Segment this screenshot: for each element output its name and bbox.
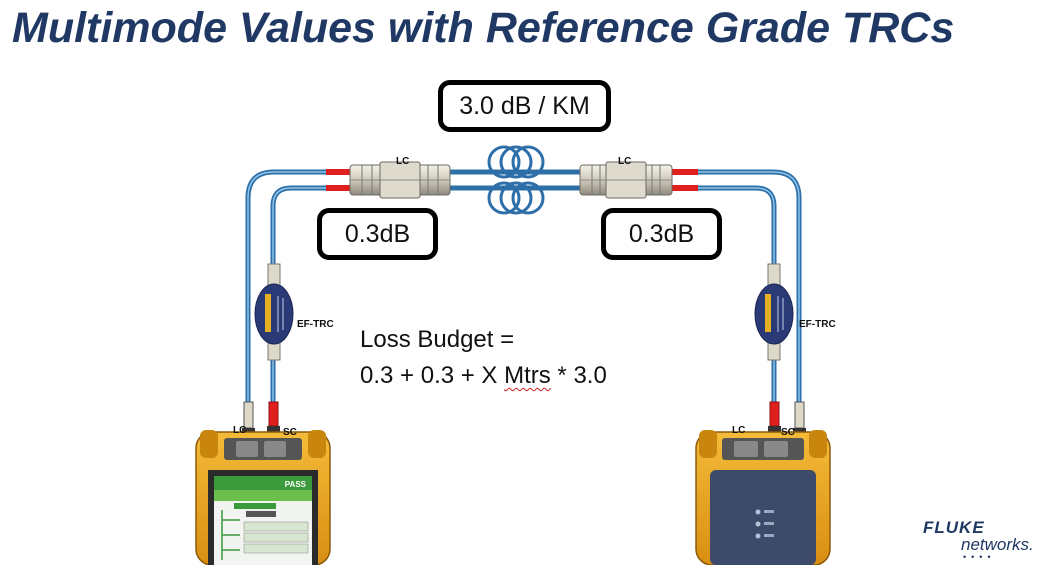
right-connection-loss-callout: 0.3dB [601,208,722,260]
attenuation-callout: 3.0 dB / KM [438,80,611,132]
loss-budget-formula: Loss Budget = 0.3 + 0.3 + X Mtrs * 3.0 [360,322,607,394]
left-connection-loss-value: 0.3dB [344,219,411,248]
right-connection-loss-value: 0.3dB [628,219,695,248]
screen-pass-text: PASS [285,480,307,489]
lc-label-top-right: LC [618,156,632,167]
attenuation-value: 3.0 dB / KM [459,91,590,120]
fiber-spool [487,145,545,215]
left-connection-loss-callout: 0.3dB [317,208,438,260]
logo-dots-icon: •••• [963,552,996,562]
trc-pod-right [754,263,794,361]
main-tester-left: PASS [195,430,331,565]
trc-label-right: EF-TRC [799,319,836,330]
lc-label-bottom-left: LC [233,425,247,436]
logo-sub: networks. [961,535,1034,554]
logo-brand: FLUKE [923,518,985,537]
red-connector-boots [326,169,698,191]
lc-adapter-left [349,161,451,199]
loss-budget-heading: Loss Budget = [360,326,515,353]
lc-label-bottom-right: LC [732,425,746,436]
remote-tester-right [695,430,831,565]
trc-label-left: EF-TRC [297,319,334,330]
lc-label-top-left: LC [396,156,410,167]
fluke-networks-logo: FLUKE networks. •••• [913,518,1053,563]
page-title: Multimode Values with Reference Grade TR… [12,4,955,52]
lc-adapter-right [579,161,673,199]
loss-budget-equation: 0.3 + 0.3 + X Mtrs * 3.0 [360,362,607,389]
spellcheck-underlined-word: Mtrs [504,362,551,389]
sc-label-bottom-right: SC [781,427,795,438]
sc-label-bottom-left: SC [283,427,297,438]
trc-pod-left [254,263,294,361]
